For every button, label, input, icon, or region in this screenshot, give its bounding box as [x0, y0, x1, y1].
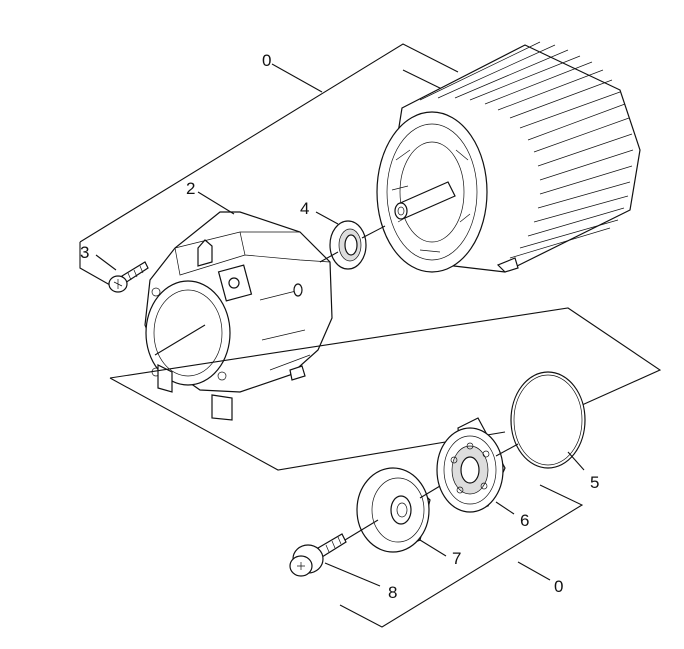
label-7: 7 [452, 549, 461, 568]
leader-lines [95, 191, 585, 587]
flange-part-7 [356, 467, 431, 553]
bottom-bracket [339, 484, 584, 628]
label-2: 2 [186, 179, 195, 198]
motor-shaft [394, 181, 456, 220]
center-line-top [154, 225, 386, 356]
screw-part-3 [108, 261, 149, 293]
label-0-top: 0 [262, 51, 271, 70]
bearing-part-6 [436, 417, 506, 513]
label-6: 6 [520, 511, 529, 530]
seal-part-4 [329, 220, 367, 270]
label-5: 5 [590, 473, 599, 492]
top-group-bracket [79, 43, 459, 286]
bolt-part-8 [289, 533, 347, 577]
o-ring-part-5 [510, 371, 586, 469]
motor [376, 41, 641, 273]
label-8: 8 [388, 583, 397, 602]
label-4: 4 [300, 199, 309, 218]
label-3: 3 [80, 243, 89, 262]
pump-housing [144, 211, 333, 421]
middle-bracket [109, 307, 662, 471]
center-line-bottom [344, 443, 519, 541]
label-0-bottom: 0 [554, 577, 563, 596]
